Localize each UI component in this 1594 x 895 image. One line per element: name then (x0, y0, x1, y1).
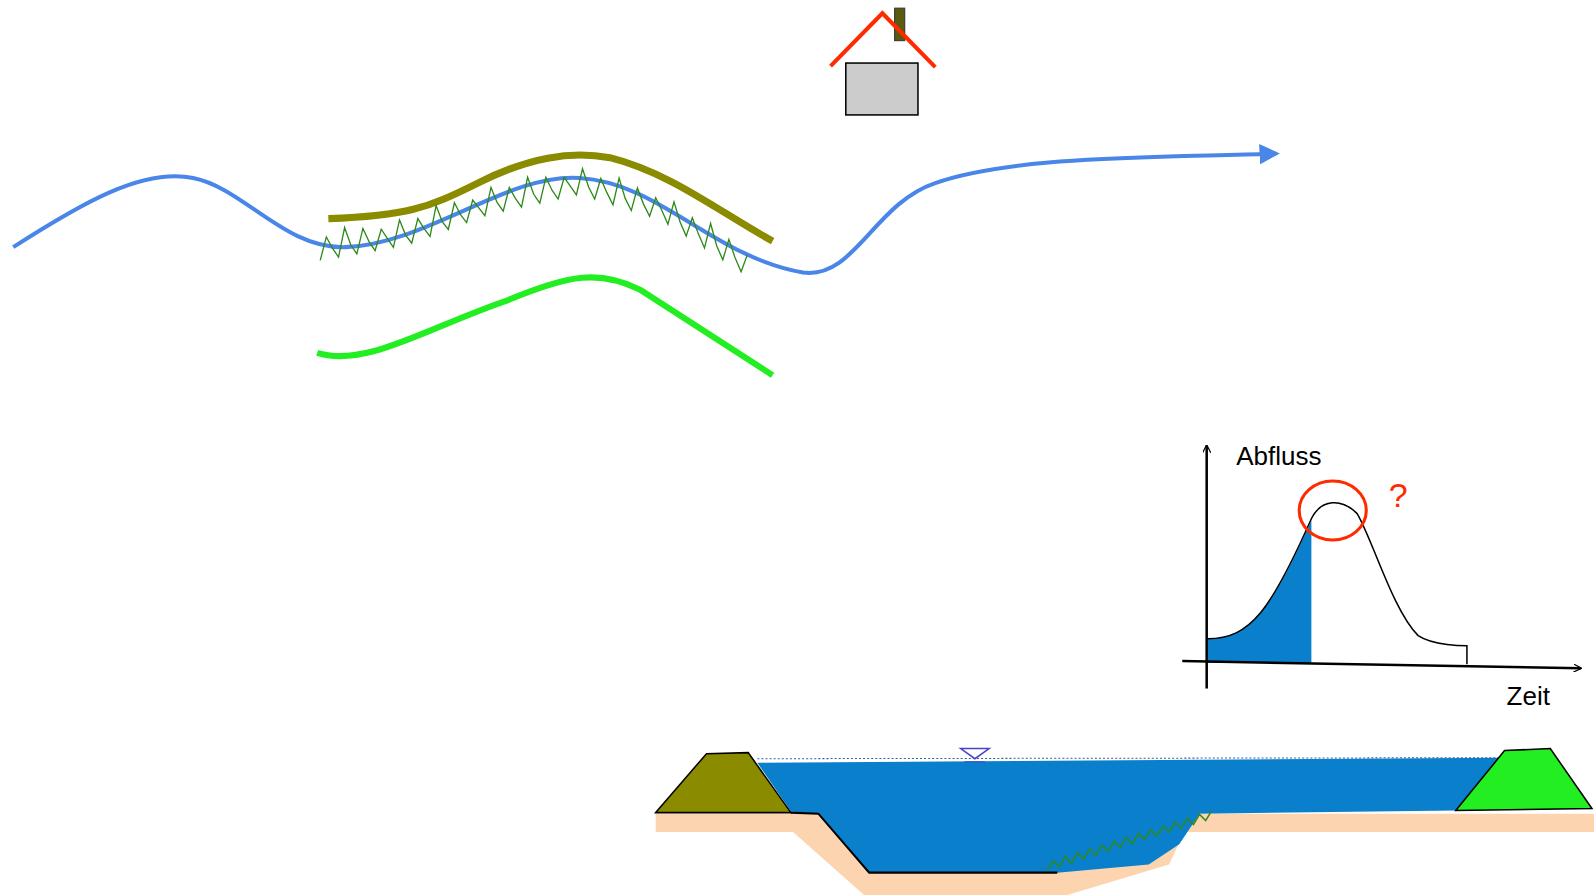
right-levee (317, 277, 772, 375)
cross-section (656, 749, 1594, 895)
left-levee (328, 155, 772, 241)
axis-label: Zeit (1507, 683, 1550, 709)
river (13, 154, 1276, 273)
house (831, 8, 936, 115)
bank-vegetation (320, 169, 747, 272)
axis-label: Abfluss (1236, 443, 1321, 469)
question-mark: ? (1389, 478, 1408, 512)
hydrograph (1182, 445, 1581, 688)
